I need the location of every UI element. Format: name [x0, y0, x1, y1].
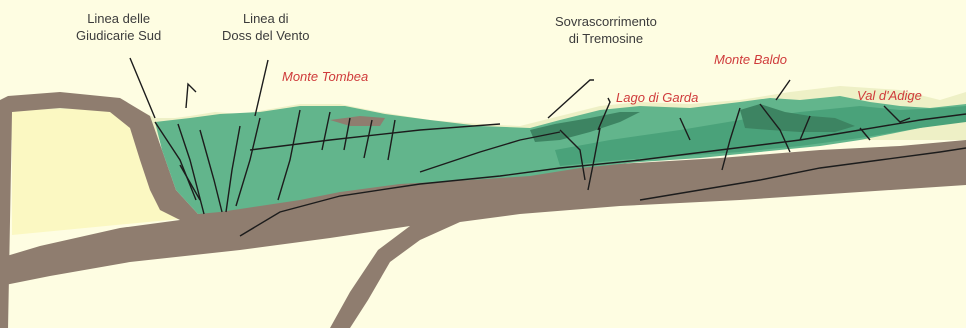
label-sovrascorrimento-line2: di Tremosine	[555, 30, 657, 47]
pointer-giudicarie-arrow	[186, 84, 196, 108]
label-linea-giudicarie: Linea delle Giudicarie Sud	[76, 10, 161, 44]
label-linea-doss: Linea di Doss del Vento	[222, 10, 309, 44]
label-linea-doss-line1: Linea di	[222, 10, 309, 27]
label-sovrascorrimento-line1: Sovrascorrimento	[555, 13, 657, 30]
label-linea-giudicarie-line1: Linea delle	[76, 10, 161, 27]
label-linea-doss-line2: Doss del Vento	[222, 27, 309, 44]
pointer-doss	[255, 60, 268, 116]
label-val-d-adige: Val d'Adige	[857, 87, 922, 104]
label-linea-giudicarie-line2: Giudicarie Sud	[76, 27, 161, 44]
label-monte-tombea: Monte Tombea	[282, 68, 368, 85]
label-lago-di-garda: Lago di Garda	[616, 89, 698, 106]
label-sovrascorrimento: Sovrascorrimento di Tremosine	[555, 13, 657, 47]
label-monte-baldo: Monte Baldo	[714, 51, 787, 68]
